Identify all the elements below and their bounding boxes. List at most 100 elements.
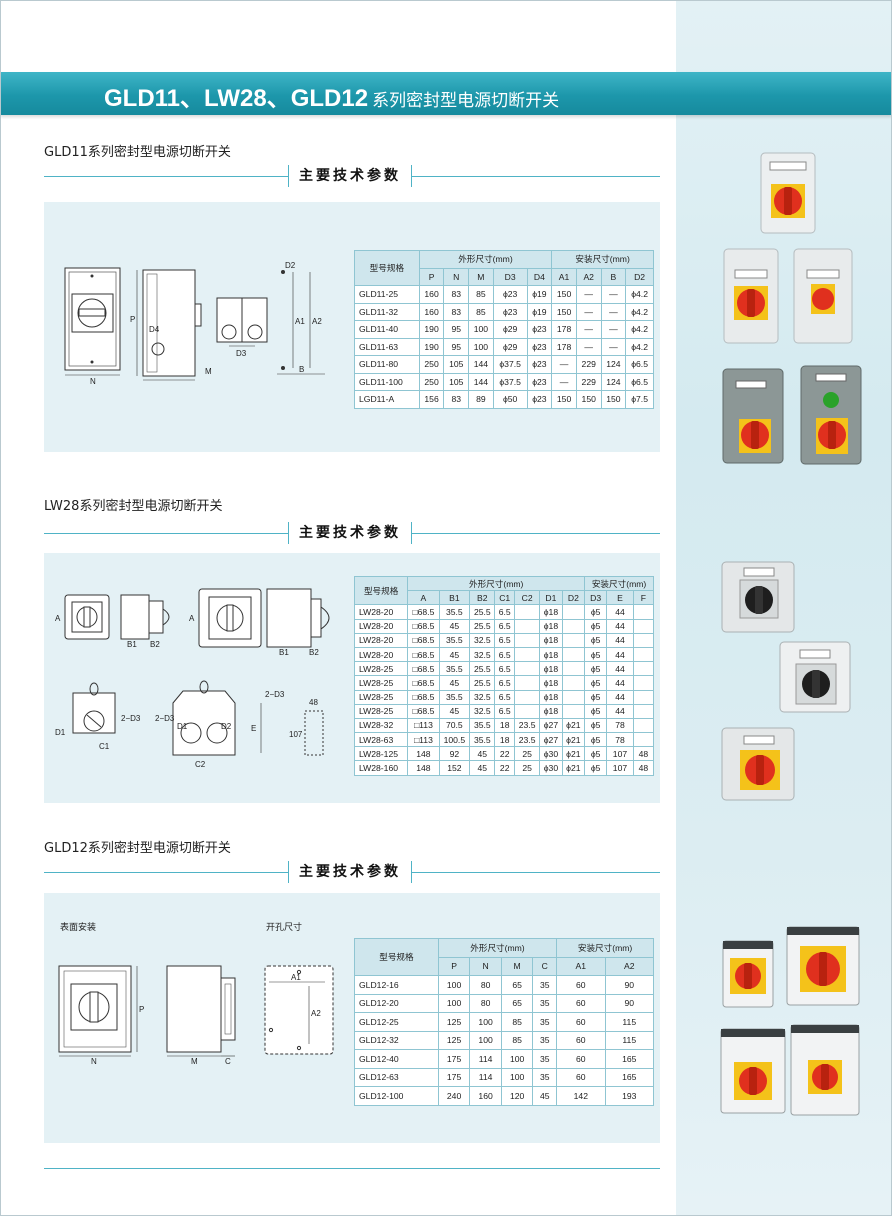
gld12-product-photo-1 [722, 940, 774, 1008]
table-cell: 65 [500, 993, 534, 1013]
table-cell: 44 [606, 661, 634, 677]
lw28-col-header: B1 [438, 590, 471, 606]
table-cell: 45 [438, 675, 471, 691]
table-cell: — [600, 302, 627, 321]
table-cell: ϕ18 [539, 703, 563, 719]
table-cell-model: LW28-25 [353, 675, 409, 691]
gld11-col-header: D2 [625, 267, 654, 286]
table-cell: 165 [604, 1049, 655, 1069]
gld12-col-header: A2 [604, 956, 655, 976]
gld11-dim-d2: D2 [285, 261, 296, 270]
table-cell: 6.5 [494, 675, 516, 691]
lw28-dim-2d3-large: 2−D3 [155, 714, 175, 723]
table-cell: 60 [556, 993, 606, 1013]
table-cell: 6.5 [494, 632, 516, 648]
table-cell [632, 675, 655, 691]
lw28-dim-b1-large: B1 [279, 648, 289, 657]
table-cell: ϕ23 [492, 285, 528, 304]
table-cell: ϕ50 [492, 390, 528, 409]
table-cell: 45 [469, 760, 496, 776]
table-cell: 32.5 [469, 646, 496, 663]
table-cell: ϕ18 [539, 604, 563, 620]
table-cell [632, 632, 655, 648]
lw28-dim-a: A [55, 614, 61, 623]
table-cell: 229 [575, 355, 602, 374]
table-cell: 152 [438, 760, 471, 776]
table-cell-model: LW28-20 [353, 618, 409, 634]
lw28-dimension-drawing: A B1 B2 A B1 B2 D1 C1 2−D3 D1 D2 C2 2−D3… [55, 588, 330, 769]
gld12-product-photo-4 [790, 1024, 860, 1116]
table-cell: ϕ5 [584, 703, 608, 719]
table-cell: ϕ5 [584, 675, 608, 691]
table-cell: 190 [418, 320, 445, 339]
table-cell: 115 [604, 1030, 655, 1050]
lw28-col-header: A [407, 590, 440, 606]
gld11-table-group-header: 型号规格外形尺寸(mm)安装尺寸(mm) [354, 250, 654, 286]
table-cell-model: LW28-160 [353, 760, 409, 776]
table-cell: ϕ18 [539, 689, 563, 705]
gld12-dim-c: C [225, 1057, 231, 1066]
bottom-rule [44, 1168, 660, 1169]
table-cell: 44 [606, 675, 634, 691]
table-cell: □68.5 [407, 646, 440, 663]
table-cell: 6.5 [494, 703, 516, 719]
table-cell: 23.5 [514, 732, 541, 748]
table-cell-model: GLD12-63 [354, 1067, 439, 1087]
table-cell: 44 [606, 646, 634, 663]
gld12-group-outline-dims: 外形尺寸(mm) [437, 938, 558, 958]
table-cell: □68.5 [407, 703, 440, 719]
table-cell: ϕ4.2 [625, 320, 654, 339]
table-cell: — [600, 320, 627, 339]
table-cell: 45 [438, 703, 471, 719]
table-cell [561, 675, 586, 691]
table-cell: □68.5 [407, 689, 440, 705]
gld11-col-header: A1 [551, 267, 577, 286]
table-cell [561, 632, 586, 648]
table-cell: 144 [468, 372, 494, 391]
table-cell-model: GLD11-80 [354, 355, 420, 374]
table-cell: 83 [443, 390, 470, 409]
table-cell: 35.5 [438, 632, 471, 648]
lw28-group-mount-dims: 安装尺寸(mm) [584, 575, 654, 592]
table-cell: 60 [556, 1067, 606, 1087]
table-cell: 125 [437, 1030, 471, 1050]
table-cell: ϕ6.5 [625, 372, 654, 391]
gld11-dim-a1: A1 [295, 317, 305, 326]
table-cell: 150 [551, 285, 577, 304]
table-cell: 124 [600, 355, 627, 374]
page-title-sub: 系列密封型电源切断开关 [372, 91, 560, 111]
table-cell: 105 [443, 355, 470, 374]
table-cell: ϕ21 [561, 717, 586, 734]
table-cell: 175 [437, 1049, 471, 1069]
table-cell: 148 [407, 760, 440, 776]
lw28-sub-heading: 主要技术参数 [288, 522, 412, 544]
table-cell [514, 604, 541, 620]
gld11-dim-b: B [299, 365, 304, 374]
table-cell: 90 [604, 993, 655, 1013]
table-cell: □68.5 [407, 632, 440, 648]
table-cell-model: GLD11-32 [354, 302, 420, 321]
table-cell-model: LW28-125 [353, 746, 409, 762]
table-cell: 45 [469, 746, 496, 762]
table-cell [514, 689, 541, 705]
table-cell: 83 [443, 302, 470, 321]
table-cell: ϕ23 [526, 390, 553, 409]
table-cell: 35 [532, 1012, 558, 1032]
gld11-dim-n: N [90, 377, 96, 386]
table-cell: ϕ27 [539, 732, 563, 748]
table-cell: 150 [551, 302, 577, 321]
table-cell: ϕ18 [539, 661, 563, 677]
gld11-dim-a2: A2 [312, 317, 322, 326]
table-cell: 18 [494, 732, 516, 748]
gld12-sub-heading: 主要技术参数 [288, 861, 412, 883]
lw28-dim-d1: D1 [55, 728, 66, 737]
table-cell-model: GLD12-100 [354, 1086, 439, 1106]
